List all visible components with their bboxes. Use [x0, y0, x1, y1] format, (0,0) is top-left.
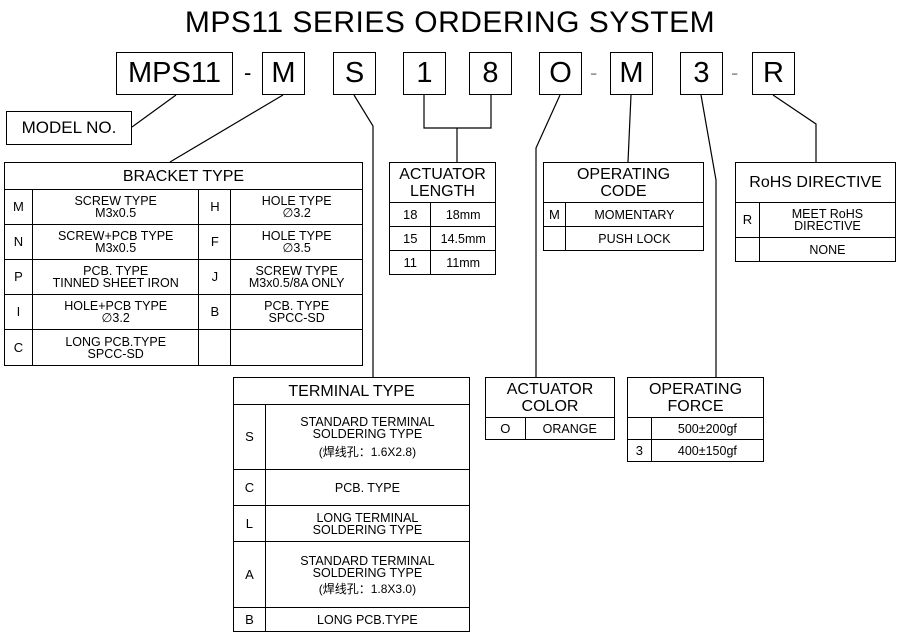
code-box-length-2: 8 — [469, 52, 512, 95]
leader-model — [131, 94, 177, 128]
model-no-label: MODEL NO. — [6, 111, 132, 145]
empty-cell — [198, 329, 232, 366]
leader-terminal — [353, 94, 374, 377]
code-box-length-1: 1 — [403, 52, 446, 95]
table-row: NONE — [735, 237, 897, 262]
code-box-force: 3 — [680, 52, 723, 95]
table-row: PUSH LOCK — [543, 226, 705, 251]
empty-cell — [230, 329, 363, 366]
desc-cell: HOLE TYPE∅3.5 — [230, 224, 363, 260]
code-box-operating-code: M — [610, 52, 653, 95]
leader-rohs — [772, 94, 817, 162]
dash: - — [590, 60, 598, 85]
terminal-type-header: TERMINAL TYPE — [233, 377, 470, 405]
desc-cell: HOLE TYPE∅3.2 — [230, 189, 363, 225]
code-cell: I — [4, 294, 33, 330]
leader-force — [700, 94, 717, 377]
page-title: MPS11 SERIES ORDERING SYSTEM — [184, 6, 716, 39]
leader-length-bracket — [423, 95, 492, 129]
code-cell: N — [4, 224, 33, 260]
code-cell: J — [198, 259, 232, 295]
leader-operating-code — [627, 94, 632, 163]
code-cell: C — [4, 329, 33, 366]
code-cell: P — [4, 259, 33, 295]
code-box-rohs: R — [752, 52, 795, 95]
code-cell: F — [198, 224, 232, 260]
code-box-color: O — [539, 52, 582, 95]
table-row: 500±200gf — [627, 417, 765, 440]
rohs-header: RoHS DIRECTIVE — [735, 162, 896, 203]
code-cell: H — [198, 189, 232, 225]
leader-bracket — [169, 94, 284, 163]
bracket-type-header: BRACKET TYPE — [4, 162, 363, 190]
code-box-series: MPS11 — [116, 52, 233, 95]
code-cell: M — [4, 189, 33, 225]
code-cell: B — [198, 294, 232, 330]
desc-cell: HOLE+PCB TYPE∅3.2 — [31, 294, 200, 330]
leader-color — [535, 94, 561, 377]
dash: - — [244, 60, 252, 85]
dash: - — [731, 60, 739, 85]
code-box-bracket: M — [262, 52, 305, 95]
code-box-terminal: S — [333, 52, 376, 95]
